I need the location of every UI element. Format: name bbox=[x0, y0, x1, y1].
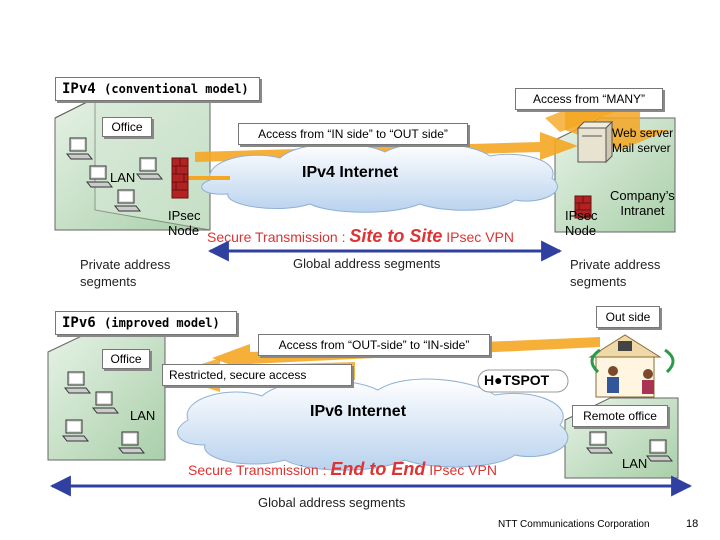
pc-icon bbox=[85, 165, 114, 188]
ipv4-office-label: Office bbox=[111, 120, 143, 134]
ipv4-secure-prefix: Secure Transmission : bbox=[207, 229, 346, 245]
ipv4-secure-suffix: IPsec VPN bbox=[446, 229, 514, 245]
ipv6-restricted-label: Restricted, secure access bbox=[169, 368, 307, 382]
ipsec-node-left: IPsec Node bbox=[168, 208, 201, 238]
page-number: 18 bbox=[686, 518, 699, 530]
firewall-icon bbox=[574, 195, 592, 219]
pc-icon bbox=[117, 431, 146, 454]
ipv6-internet-cloud bbox=[177, 378, 569, 471]
ipsec-node-right-line1: IPsec bbox=[565, 208, 598, 223]
ipv6-outside-label: Out side bbox=[605, 310, 651, 324]
server-icon bbox=[576, 120, 614, 164]
company-intranet-line1: Company’s bbox=[610, 188, 675, 203]
ipv6-lan-label: LAN bbox=[130, 408, 156, 423]
ipv4-secure-emph: Site to Site bbox=[349, 226, 443, 246]
pc-icon bbox=[113, 189, 142, 212]
pc-icon bbox=[645, 439, 674, 462]
footer-company: NTT Communications Corporation bbox=[498, 519, 650, 530]
company-intranet-line2: Intranet bbox=[620, 203, 665, 218]
ipv6-secure-prefix: Secure Transmission : bbox=[188, 462, 327, 478]
ipv6-secure-emph: End to End bbox=[330, 459, 426, 479]
ipv6-global-segments: Global address segments bbox=[258, 495, 406, 510]
ipv4-lan-label: LAN bbox=[110, 170, 136, 185]
ipv4-access-in-out-box: Access from “IN side” to “OUT side” bbox=[238, 123, 468, 145]
ipv4-global-segments: Global address segments bbox=[293, 256, 441, 271]
ipsec-node-left-line1: IPsec bbox=[168, 208, 201, 223]
ipv4-private-left-line2: segments bbox=[80, 274, 137, 289]
ipv6-access-out-in-box: Access from “OUT-side” to “IN-side” bbox=[258, 334, 490, 356]
pc-icon bbox=[91, 391, 120, 414]
ipv4-access-many-label: Access from “MANY” bbox=[532, 92, 645, 106]
ipv4-title: IPv4 bbox=[62, 81, 96, 97]
ipv6-title-sub: (improved model) bbox=[104, 316, 220, 330]
ipsec-node-right: IPsec Node bbox=[565, 208, 598, 238]
ipsec-node-right-line2: Node bbox=[565, 223, 597, 238]
ipv4-internet-label: IPv4 Internet bbox=[302, 164, 399, 181]
ipv6-secure-transmission: Secure Transmission : End to End IPsec V… bbox=[188, 459, 497, 480]
company-intranet-label: Company’s Intranet bbox=[610, 188, 675, 218]
ipv6-internet-label: IPv6 Internet bbox=[310, 403, 407, 420]
hotspot-label: H●TSPOT bbox=[484, 372, 550, 388]
ipv6-office-label: Office bbox=[110, 352, 142, 366]
ipv6-wireless-arrow bbox=[664, 348, 675, 374]
ipv4-title-box: IPv4 (conventional model) bbox=[55, 77, 260, 101]
hotspot-badge bbox=[477, 369, 569, 393]
ipv4-private-left-line1: Private address bbox=[80, 257, 171, 272]
ipv6-access-out-in-label: Access from “OUT-side” to “IN-side” bbox=[278, 338, 470, 352]
pc-icon bbox=[585, 431, 614, 454]
ipv4-secure-transmission: Secure Transmission : Site to Site IPsec… bbox=[207, 226, 514, 247]
ipv4-access-in-out-label: Access from “IN side” to “OUT side” bbox=[258, 127, 448, 141]
ipv6-office-box: Office bbox=[102, 349, 150, 369]
ipv4-access-many-box: Access from “MANY” bbox=[515, 88, 663, 110]
ipv6-secure-suffix: IPsec VPN bbox=[429, 462, 497, 478]
pc-icon bbox=[135, 157, 164, 180]
ipv4-office-box: Office bbox=[102, 117, 152, 137]
ipv4-private-left: Private address segments bbox=[80, 256, 170, 290]
ipv6-title-box: IPv6 (improved model) bbox=[55, 311, 237, 335]
person-icon bbox=[642, 369, 654, 394]
ipv4-title-sub: (conventional model) bbox=[104, 82, 249, 96]
remote-lan-label: LAN bbox=[622, 456, 648, 471]
ipv4-private-right: Private address segments bbox=[570, 256, 660, 290]
person-icon bbox=[607, 366, 619, 393]
pc-icon bbox=[63, 371, 92, 394]
ipv6-outside-box: Out side bbox=[596, 306, 660, 328]
ipv4-private-right-line2: segments bbox=[570, 274, 627, 289]
remote-office-label: Remote office bbox=[583, 409, 657, 423]
mail-server-label: Mail server bbox=[612, 141, 671, 155]
ipsec-node-left-line2: Node bbox=[168, 223, 200, 238]
ipv6-wireless-arrow bbox=[590, 348, 601, 374]
web-server-label: Web server bbox=[612, 126, 674, 140]
remote-office-box: Remote office bbox=[572, 405, 668, 427]
firewall-icon bbox=[171, 157, 189, 199]
pc-icon bbox=[61, 419, 90, 442]
ipv4-private-right-line1: Private address bbox=[570, 257, 661, 272]
pc-icon bbox=[65, 137, 94, 160]
ipv6-restricted-box: Restricted, secure access bbox=[162, 364, 352, 386]
ipv6-title: IPv6 bbox=[62, 315, 96, 331]
